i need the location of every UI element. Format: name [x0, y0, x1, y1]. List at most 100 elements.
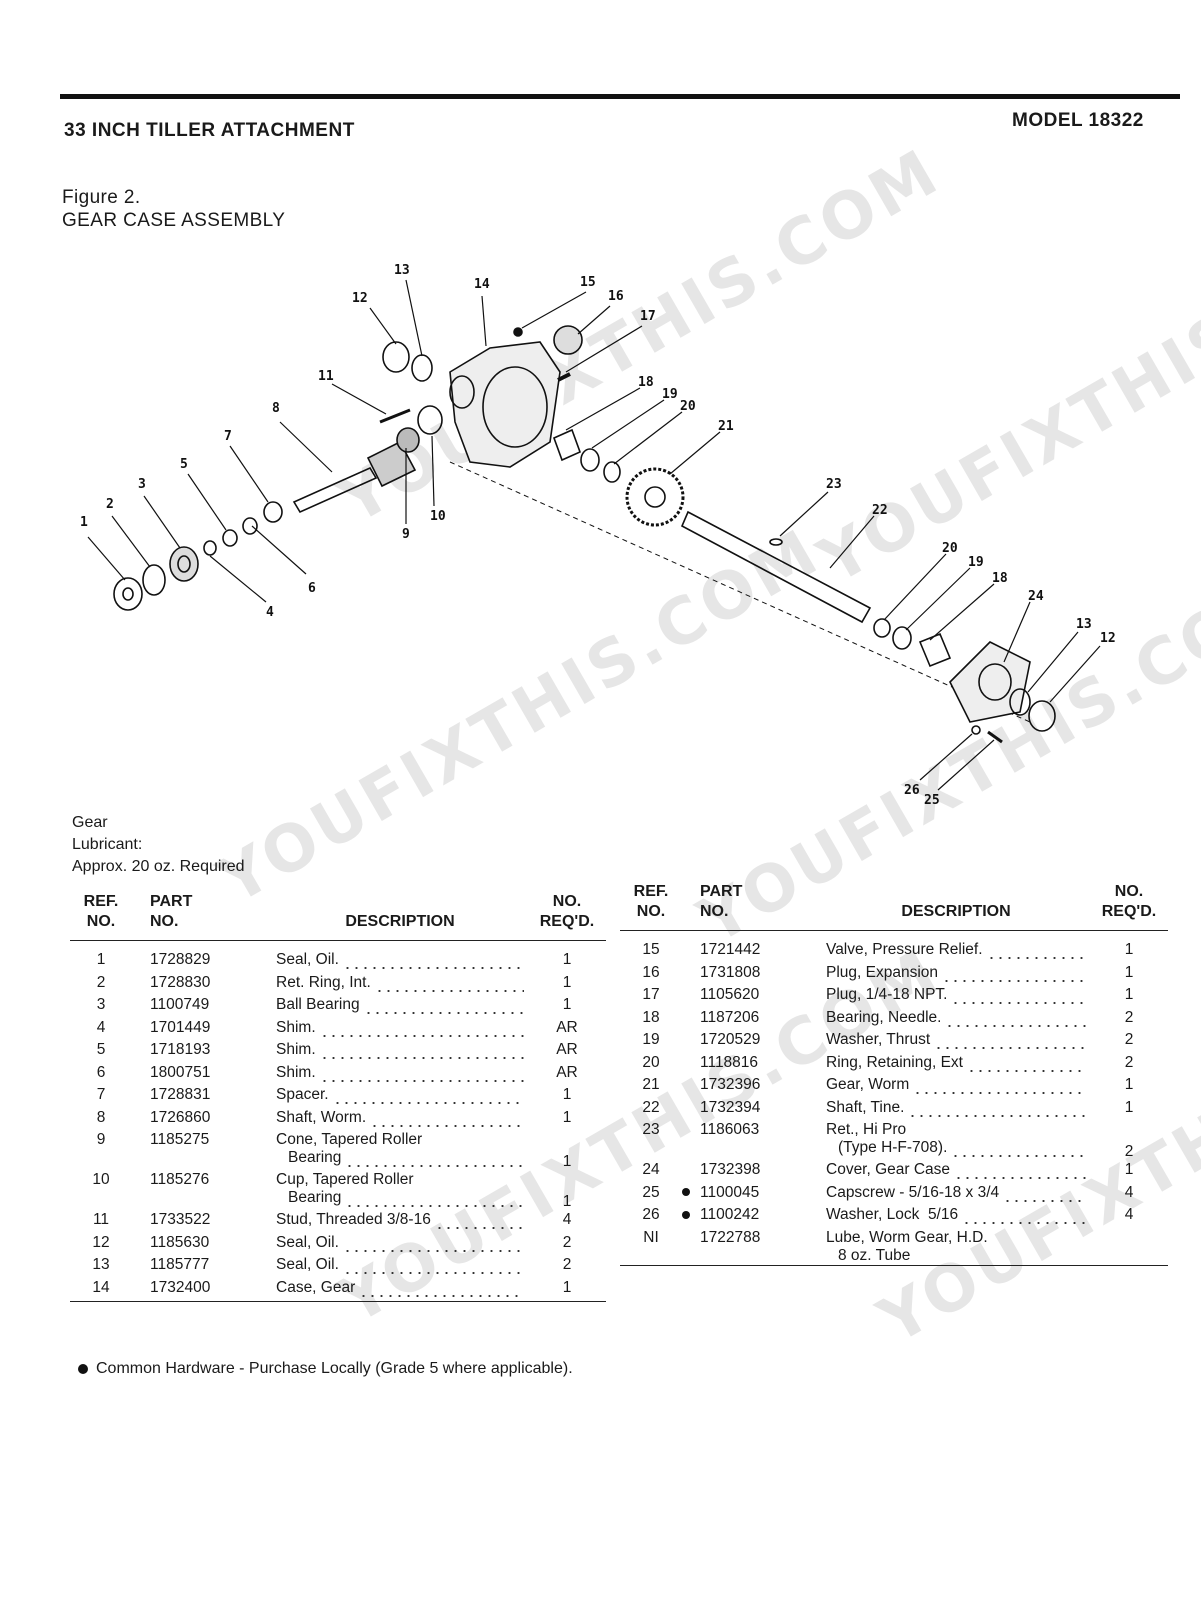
leader-dots: [954, 1161, 1086, 1181]
part-number-text: 1728829: [150, 951, 211, 968]
description: Ret. Ring, Int.: [272, 973, 528, 997]
description-text: Shaft, Tine.: [826, 1098, 905, 1116]
leader-dots: [319, 1018, 524, 1039]
description-text: Lube, Worm Gear, H.D.: [826, 1228, 988, 1246]
description-text: Ret., Hi Pro: [826, 1121, 907, 1138]
leader-dots: [363, 996, 524, 1016]
description: Ret., Hi Pro(Type H-F-708).: [822, 1121, 1090, 1161]
qty-required: 1: [528, 974, 606, 997]
callout: 1: [80, 515, 88, 530]
ref-no: 22: [642, 1098, 660, 1116]
part-5-shim: [222, 529, 238, 547]
qty-required: [1090, 1229, 1168, 1266]
qty-text: 4: [1124, 1206, 1134, 1223]
description: Ring, Retaining, Ext: [822, 1053, 1090, 1077]
description: Gear, Worm: [822, 1076, 1090, 1099]
part-17-plug: [557, 372, 571, 382]
description-text: Cup, Tapered Roller: [276, 1171, 414, 1188]
part-14-gear-case: [449, 341, 561, 468]
model-number: MODEL 18322: [1012, 110, 1144, 131]
qty-text: 1: [562, 1278, 572, 1296]
col-desc: DESCRIPTION: [272, 890, 528, 941]
part-1-seal: [113, 577, 143, 611]
description-text: Spacer.: [276, 1086, 329, 1103]
qty-text: 1: [562, 996, 572, 1013]
description-text: Stud, Threaded 3/8-16: [276, 1211, 431, 1228]
callout: 18: [638, 375, 654, 390]
diagram-callouts: 1 2 3 4 5 6 7 8 9 10 11 12 13 14 15 16 1…: [80, 263, 1116, 808]
leader-dots: [319, 1063, 524, 1084]
part-no: 1720529: [682, 1031, 822, 1054]
leader-dots: [359, 1278, 524, 1299]
description: Cover, Gear Case: [822, 1161, 1090, 1184]
qty-text: 1: [562, 1193, 572, 1210]
part-number-text: 1105620: [700, 986, 760, 1003]
description: Case, Gear: [272, 1278, 528, 1302]
part-21-worm-gear: [625, 467, 685, 527]
callout: 13: [1076, 617, 1092, 632]
part-number-text: 1732398: [700, 1161, 761, 1178]
leader-dots: [951, 986, 1086, 1006]
callout: 26: [904, 783, 920, 798]
part-number-text: 1718193: [150, 1041, 211, 1058]
ref-no: 11: [92, 1211, 110, 1228]
part-number-text: 1722788: [700, 1228, 761, 1246]
ref-no: 10: [92, 1171, 110, 1188]
callout: 8: [272, 401, 280, 416]
part-18-needle-bearing: [552, 428, 582, 462]
ref-no: 17: [642, 986, 660, 1003]
ref-no: 4: [96, 1018, 106, 1036]
description: Plug, Expansion: [822, 963, 1090, 987]
part-number-text: 1100045: [700, 1183, 760, 1201]
ref-no: 3: [96, 996, 106, 1013]
lubricant-note: Gear Lubricant: Approx. 20 oz. Required: [72, 812, 245, 878]
callout: 20: [680, 399, 696, 414]
callout: 9: [402, 527, 410, 542]
part-10-cup: [417, 405, 443, 435]
part-12-seal: [382, 341, 410, 373]
part-no: 1701449: [132, 1019, 272, 1042]
part-number-text: 1185275: [150, 1131, 210, 1148]
qty-required: 1: [528, 1086, 606, 1109]
qty-text: 1: [1124, 1098, 1134, 1116]
col-ref: REF.NO.: [70, 890, 132, 941]
figure-caption: Figure 2. GEAR CASE ASSEMBLY: [62, 186, 285, 232]
description-text: Ball Bearing: [276, 996, 360, 1013]
qty-required: 4: [1090, 1206, 1168, 1229]
qty-required: 2: [1090, 1031, 1168, 1054]
ref-no: 5: [96, 1041, 106, 1058]
part-no: 1100045: [682, 1184, 822, 1207]
leader-dots: [934, 1031, 1086, 1051]
callout: 3: [138, 477, 146, 492]
leader-dots: [374, 973, 524, 994]
ref-no: 8: [96, 1108, 106, 1126]
ref-no: 21: [642, 1076, 660, 1093]
part-number-text: 1732400: [150, 1278, 211, 1296]
leader-dots: [951, 1139, 1086, 1159]
description-text: Shim.: [276, 1041, 316, 1058]
description-text: Bearing: [288, 1149, 342, 1166]
description: Ball Bearing: [272, 996, 528, 1019]
footnote: Common Hardware - Purchase Locally (Grad…: [78, 1360, 573, 1378]
part-no: 1186063: [682, 1121, 822, 1161]
description-text: Ring, Retaining, Ext: [826, 1053, 963, 1071]
part-no: 1728829: [132, 941, 272, 974]
part-19-washer-right: [892, 626, 912, 650]
qty-required: AR: [528, 1064, 606, 1087]
leader-dots: [345, 1149, 524, 1169]
description-text: Washer, Thrust: [826, 1031, 931, 1048]
figure-number: Figure 2.: [62, 187, 141, 208]
